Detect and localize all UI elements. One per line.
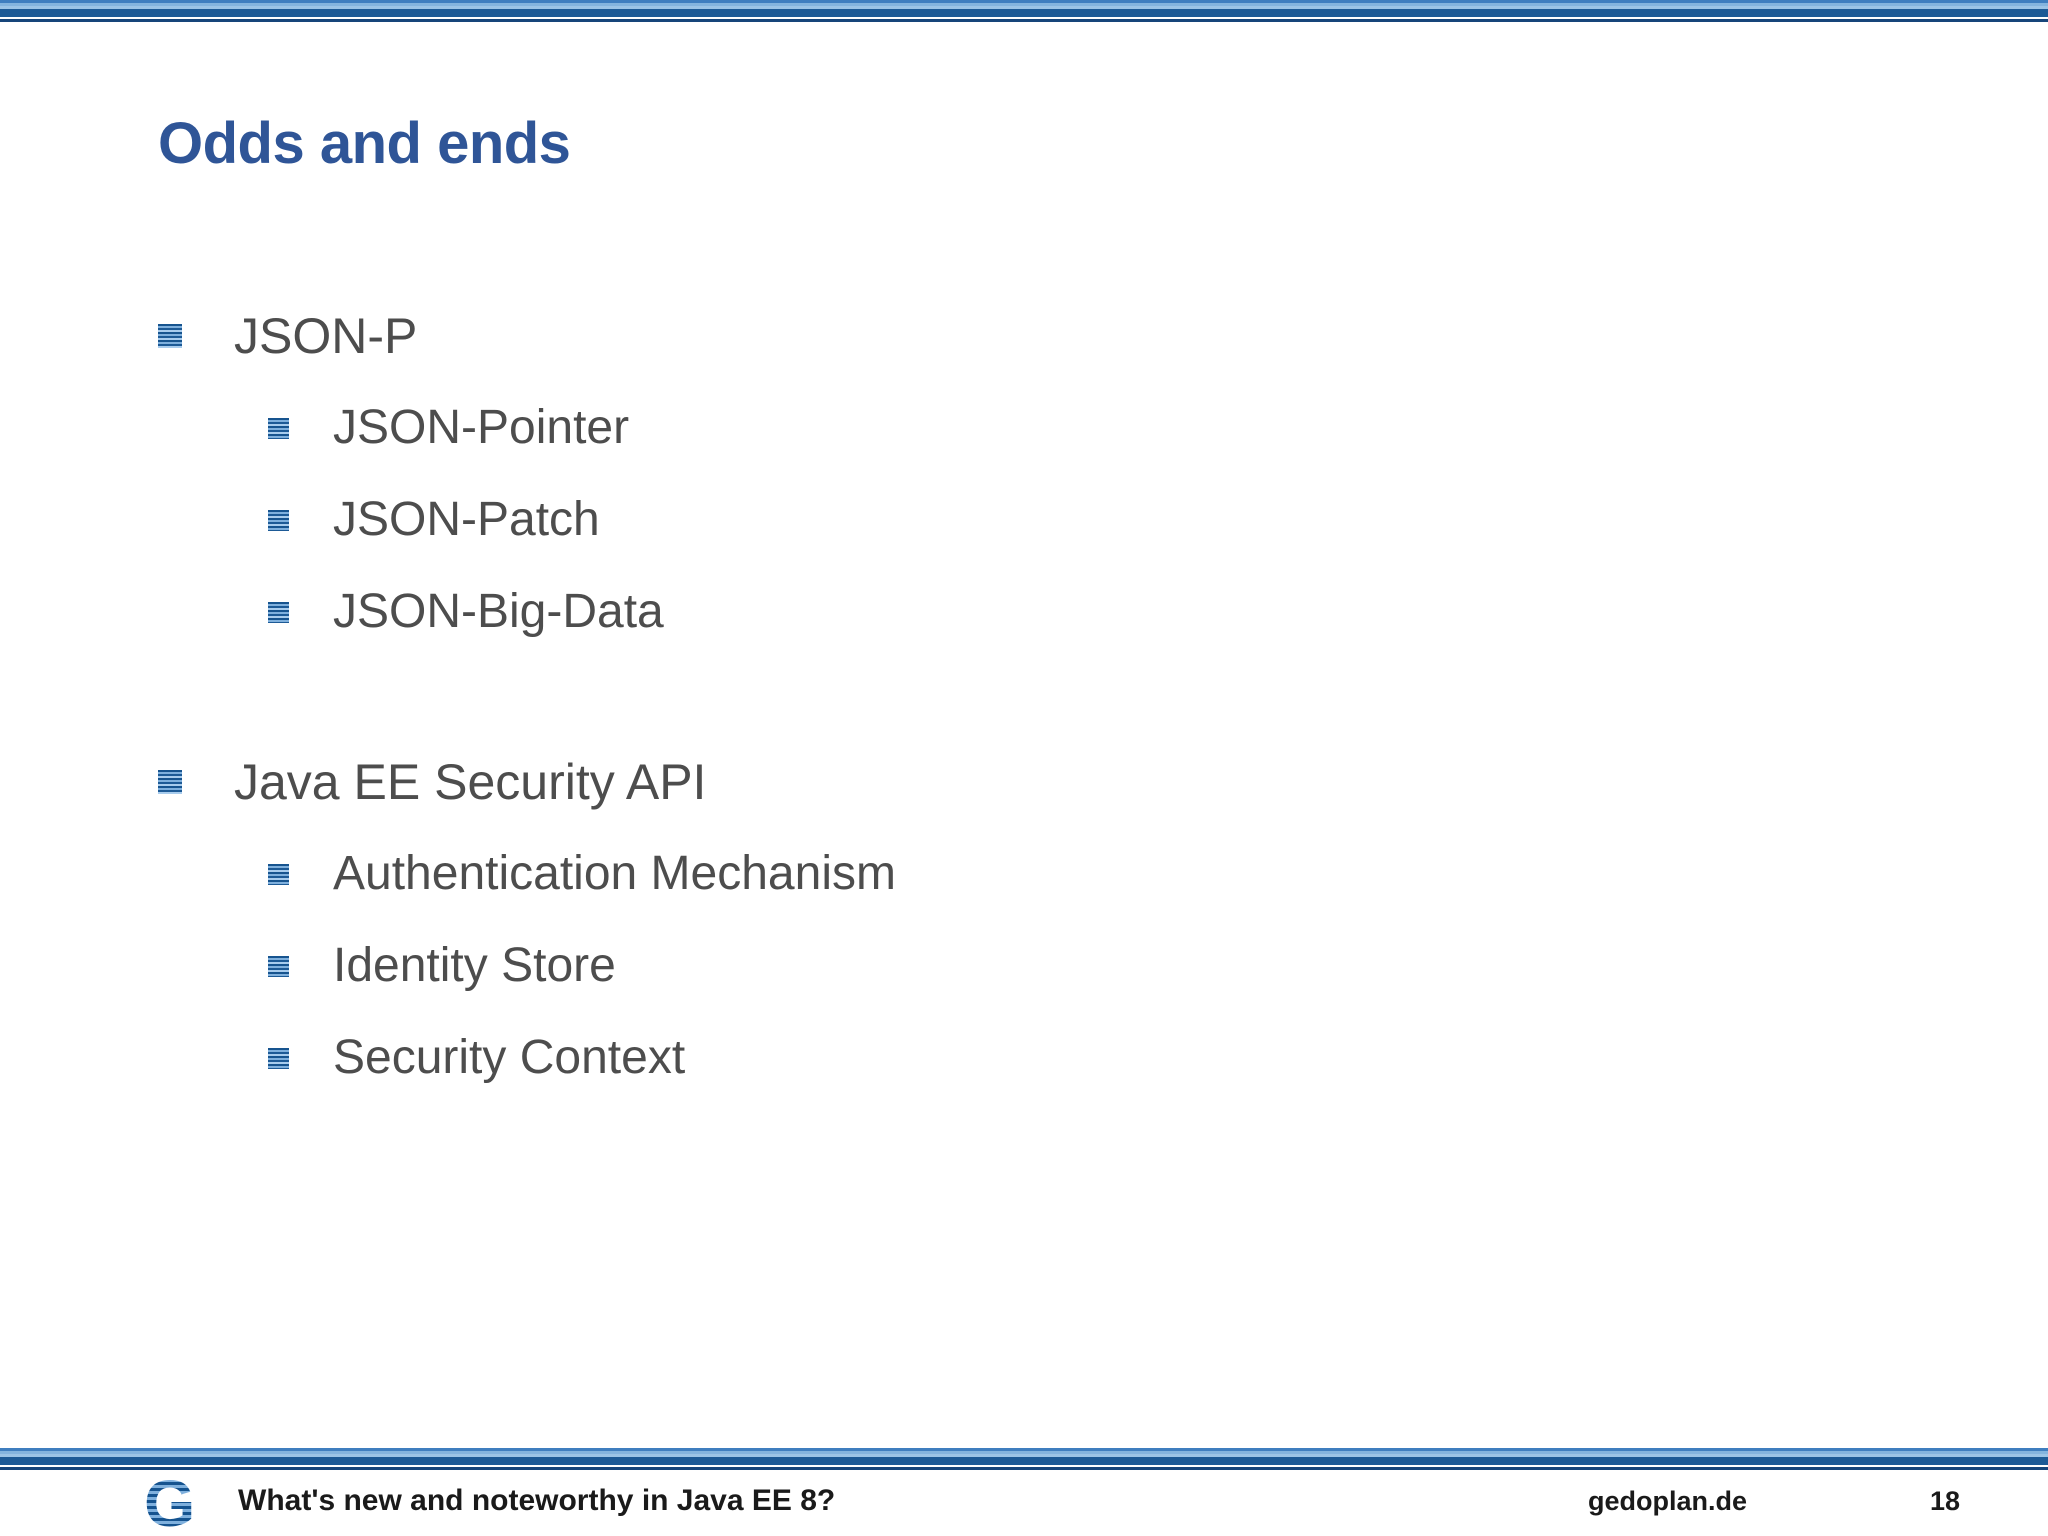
striped-square-bullet-icon: [268, 956, 289, 977]
list-item: Security Context: [0, 1012, 2048, 1104]
list-item: JSON-P: [0, 290, 2048, 382]
header-rule-band-1: [0, 0, 2048, 3]
header-rule-band-6: [0, 19, 2048, 22]
footer-rule: [0, 1448, 2048, 1470]
slide-title: Odds and ends: [158, 111, 571, 176]
list-item: Identity Store: [0, 920, 2048, 1012]
list-item-label: Identity Store: [333, 939, 616, 992]
footer-page-number: 18: [1930, 1486, 1961, 1516]
list-item-label: JSON-Patch: [333, 493, 600, 546]
striped-square-bullet-icon: [268, 1048, 289, 1069]
striped-square-bullet-icon: [158, 324, 182, 348]
bullet-list: JSON-P JSON-Pointer JSON-Patch JSON-Big-…: [0, 290, 2048, 1104]
header-rule-band-3: [0, 6, 2048, 9]
list-item: Java EE Security API: [0, 736, 2048, 828]
header-rule-band-2: [0, 3, 2048, 6]
list-item-label: JSON-Big-Data: [333, 585, 664, 638]
striped-square-bullet-icon: [158, 770, 182, 794]
header-rule-band-4: [0, 9, 2048, 17]
header-rule: [0, 0, 2048, 22]
list-item-label: JSON-P: [234, 308, 418, 364]
footer-rule-band-1: [0, 1448, 2048, 1451]
footer-presentation-title: What's new and noteworthy in Java EE 8?: [238, 1484, 836, 1517]
footer-rule-band-3: [0, 1454, 2048, 1457]
list-item: JSON-Big-Data: [0, 566, 2048, 658]
list-item-label: JSON-Pointer: [333, 401, 630, 454]
striped-square-bullet-icon: [268, 510, 289, 531]
header-rule-band-5: [0, 17, 2048, 19]
footer-rule-band-6: [0, 1467, 2048, 1470]
list-item: Authentication Mechanism: [0, 828, 2048, 920]
list-item: JSON-Pointer: [0, 382, 2048, 474]
footer-rule-band-5: [0, 1465, 2048, 1467]
footer-rule-band-2: [0, 1451, 2048, 1454]
striped-square-bullet-icon: [268, 864, 289, 885]
group-spacer: [0, 658, 2048, 736]
striped-square-bullet-icon: [268, 418, 289, 439]
list-item-label: Authentication Mechanism: [333, 847, 896, 900]
list-item-label: Security Context: [333, 1031, 686, 1084]
footer-website: gedoplan.de: [1588, 1486, 1748, 1516]
slide-footer: G What's new and noteworthy in Java EE 8…: [0, 1470, 2048, 1536]
list-item-label: Java EE Security API: [234, 754, 707, 810]
footer-rule-band-4: [0, 1457, 2048, 1465]
gedoplan-logo-icon: G: [144, 1470, 196, 1536]
list-item: JSON-Patch: [0, 474, 2048, 566]
striped-square-bullet-icon: [268, 602, 289, 623]
